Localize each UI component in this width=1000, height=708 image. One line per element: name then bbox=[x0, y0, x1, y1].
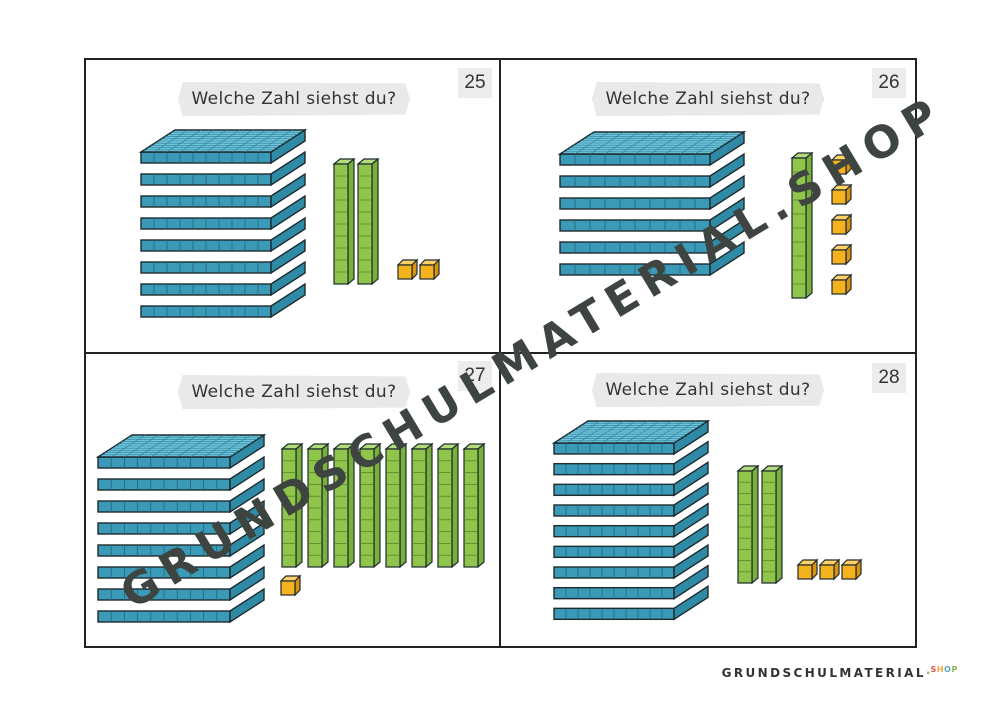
one-cube bbox=[830, 273, 853, 296]
ten-rod bbox=[358, 442, 382, 569]
hundred-plate bbox=[140, 150, 306, 187]
hundred-plate bbox=[140, 260, 306, 297]
ten-rod bbox=[760, 464, 784, 585]
footer-brand-text: GRUNDSCHULMATERIAL bbox=[721, 666, 926, 680]
hundred-plate bbox=[551, 419, 711, 456]
footer-dot: · bbox=[925, 666, 931, 680]
one-cube bbox=[830, 183, 853, 206]
hundred-plate bbox=[559, 152, 745, 189]
ten-rod bbox=[280, 442, 304, 569]
ten-rod bbox=[384, 442, 408, 569]
hundred-plate bbox=[138, 128, 308, 165]
hundred-plate bbox=[559, 240, 745, 277]
base-ten-blocks bbox=[95, 433, 486, 624]
ten-rod bbox=[436, 442, 460, 569]
task-card-26: Welche Zahl siehst du? 26 bbox=[502, 60, 916, 352]
hundred-plate bbox=[559, 174, 745, 211]
hundred-plate bbox=[559, 218, 745, 255]
one-cube bbox=[796, 558, 819, 581]
hundred-plate bbox=[559, 196, 745, 233]
ten-rod bbox=[736, 464, 760, 585]
one-cube bbox=[830, 213, 853, 236]
one-cube bbox=[830, 153, 853, 176]
footer-shop: SHOP bbox=[930, 665, 958, 674]
hundred-plate bbox=[553, 481, 709, 518]
hundred-plate bbox=[553, 543, 709, 580]
hundred-plate bbox=[553, 523, 709, 559]
ten-rod bbox=[462, 442, 486, 569]
ten-rod bbox=[306, 442, 330, 569]
grid-divider-horizontal bbox=[84, 352, 917, 354]
card-number: 26 bbox=[872, 68, 906, 98]
one-cube bbox=[818, 558, 841, 581]
ten-rod bbox=[332, 157, 356, 286]
hundred-plate bbox=[97, 587, 265, 624]
card-number: 27 bbox=[458, 361, 492, 391]
hundred-plate bbox=[553, 585, 709, 621]
card-number: 28 bbox=[872, 363, 906, 393]
task-card-25: Welche Zahl siehst du? 25 bbox=[86, 60, 500, 352]
hundred-plate bbox=[95, 433, 267, 470]
hundred-plate bbox=[140, 194, 306, 231]
hundred-plate bbox=[97, 521, 265, 558]
footer-logo: GRUNDSCHULMATERIAL·SHOP bbox=[722, 665, 958, 680]
card-number: 25 bbox=[458, 68, 492, 98]
question-banner: Welche Zahl siehst du? bbox=[592, 82, 824, 116]
task-card-28: Welche Zahl siehst du? 28 bbox=[502, 355, 916, 647]
hundred-plate bbox=[97, 455, 265, 492]
hundred-plate bbox=[140, 282, 306, 319]
hundred-plate bbox=[97, 543, 265, 580]
ten-rod bbox=[790, 151, 814, 300]
hundred-plate bbox=[553, 440, 709, 476]
hundred-plate bbox=[97, 499, 265, 536]
hundred-plate bbox=[557, 130, 747, 167]
question-banner: Welche Zahl siehst du? bbox=[178, 375, 410, 409]
hundred-plate bbox=[553, 502, 709, 538]
one-cube bbox=[396, 258, 419, 281]
one-cube bbox=[418, 258, 441, 281]
ten-rod bbox=[410, 442, 434, 569]
base-ten-blocks bbox=[557, 130, 853, 300]
one-cube bbox=[840, 558, 863, 581]
hundred-plate bbox=[553, 564, 709, 600]
base-ten-blocks bbox=[551, 419, 863, 621]
question-banner: Welche Zahl siehst du? bbox=[178, 82, 410, 116]
one-cube bbox=[279, 574, 302, 597]
ten-rod bbox=[332, 442, 356, 569]
hundred-plate bbox=[97, 565, 265, 602]
hundred-plate bbox=[140, 216, 306, 253]
task-card-27: Welche Zahl siehst du? 27 bbox=[86, 355, 500, 647]
question-banner: Welche Zahl siehst du? bbox=[592, 373, 824, 407]
hundred-plate bbox=[97, 477, 265, 514]
hundred-plate bbox=[140, 172, 306, 209]
ten-rod bbox=[356, 157, 380, 286]
one-cube bbox=[830, 243, 853, 266]
hundred-plate bbox=[553, 461, 709, 497]
base-ten-blocks bbox=[138, 128, 441, 319]
hundred-plate bbox=[140, 238, 306, 275]
